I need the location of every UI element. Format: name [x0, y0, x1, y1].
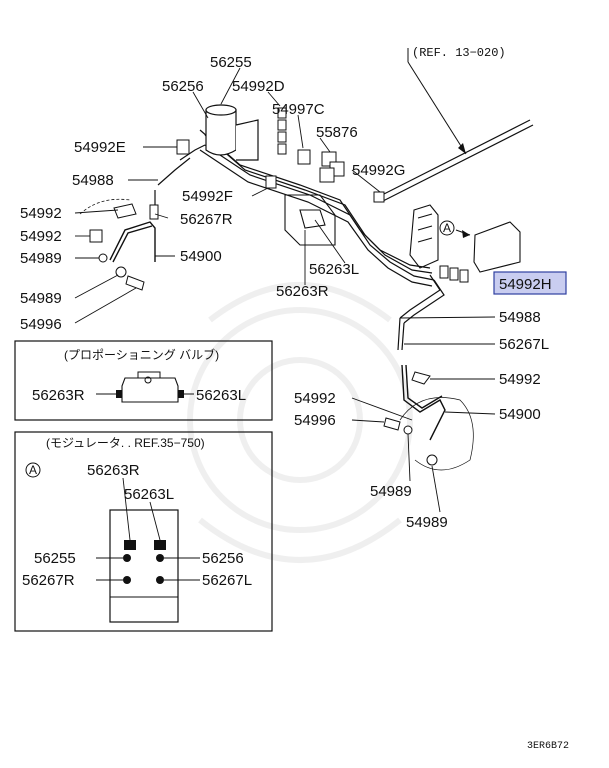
highlight-54992h — [493, 271, 567, 295]
label-54996-mid: 54996 — [294, 412, 336, 429]
label-54992-b: 54992 — [20, 228, 62, 245]
proportioning-valve-center — [284, 194, 336, 246]
label-54988-top: 54988 — [72, 172, 114, 189]
brake-pipe-main — [379, 119, 534, 202]
label-54992g: 54992G — [352, 162, 405, 179]
brake-hose-right — [401, 364, 446, 441]
ref-13-020-label: (REF. 13−020) — [412, 46, 506, 60]
leader-lines — [74, 67, 496, 513]
label-54992-right: 54992 — [499, 371, 541, 388]
inset-2-left-1: 56255 — [34, 550, 76, 567]
label-54992-a: 54992 — [20, 205, 62, 222]
label-54989-b: 54989 — [20, 290, 62, 307]
label-54989-a: 54989 — [20, 250, 62, 267]
brake-hose-left — [109, 221, 156, 263]
master-cylinder — [205, 104, 259, 161]
label-54992e: 54992E — [74, 139, 126, 156]
label-54988-right: 54988 — [499, 309, 541, 326]
inset-2-title: (モジュレータ. . REF.35−750) — [46, 436, 205, 450]
label-54992-mid: 54992 — [294, 390, 336, 407]
label-56263l: 56263L — [309, 261, 359, 278]
part-labels: 56255 56256 54992D 54997C 55876 54992E 5… — [20, 54, 567, 531]
callout-a-letter: A — [443, 221, 451, 235]
diagram-code: 3ER6B72 — [527, 741, 569, 752]
inset-2-left-2: 56267R — [22, 572, 75, 589]
callout-a-circle — [439, 220, 455, 236]
inset-1-left-label: 56263R — [32, 387, 85, 404]
inset-2-right-2: 56267L — [202, 572, 252, 589]
inset-1-right-label: 56263L — [196, 387, 246, 404]
label-54900-left: 54900 — [180, 248, 222, 265]
hydraulic-modulator — [409, 204, 439, 269]
modulator-outline-a — [473, 221, 521, 273]
inset-1-title: (プロポーショニング バルブ) — [64, 347, 219, 362]
label-54900-right: 54900 — [499, 406, 541, 423]
inset-2-right-1: 56256 — [202, 550, 244, 567]
label-56267r: 56267R — [180, 211, 233, 228]
label-56263r: 56263R — [276, 283, 329, 300]
label-54992f: 54992F — [182, 188, 233, 205]
modulator-inset: (モジュレータ. . REF.35−750) A 56263R 56263L 5… — [14, 431, 273, 632]
inset-2-circle-a: A — [29, 463, 37, 477]
label-54989-c: 54989 — [370, 483, 412, 500]
label-54996-left: 54996 — [20, 316, 62, 333]
watermark-emblem — [187, 282, 413, 563]
label-56256: 56256 — [162, 78, 204, 95]
label-54989-d: 54989 — [406, 514, 448, 531]
inset-2-top-1: 56263R — [87, 462, 140, 479]
label-54992d: 54992D — [232, 78, 285, 95]
label-56267l: 56267L — [499, 336, 549, 353]
label-56255: 56255 — [210, 54, 252, 71]
label-54997c: 54997C — [272, 101, 325, 118]
proportioning-valve-inset: (プロポーショニング バルブ) 56263R 56263L — [14, 340, 273, 421]
component-glyphs — [89, 107, 469, 466]
inset-2-top-2: 56263L — [124, 486, 174, 503]
label-55876: 55876 — [316, 124, 358, 141]
label-54992h: 54992H — [499, 276, 552, 293]
